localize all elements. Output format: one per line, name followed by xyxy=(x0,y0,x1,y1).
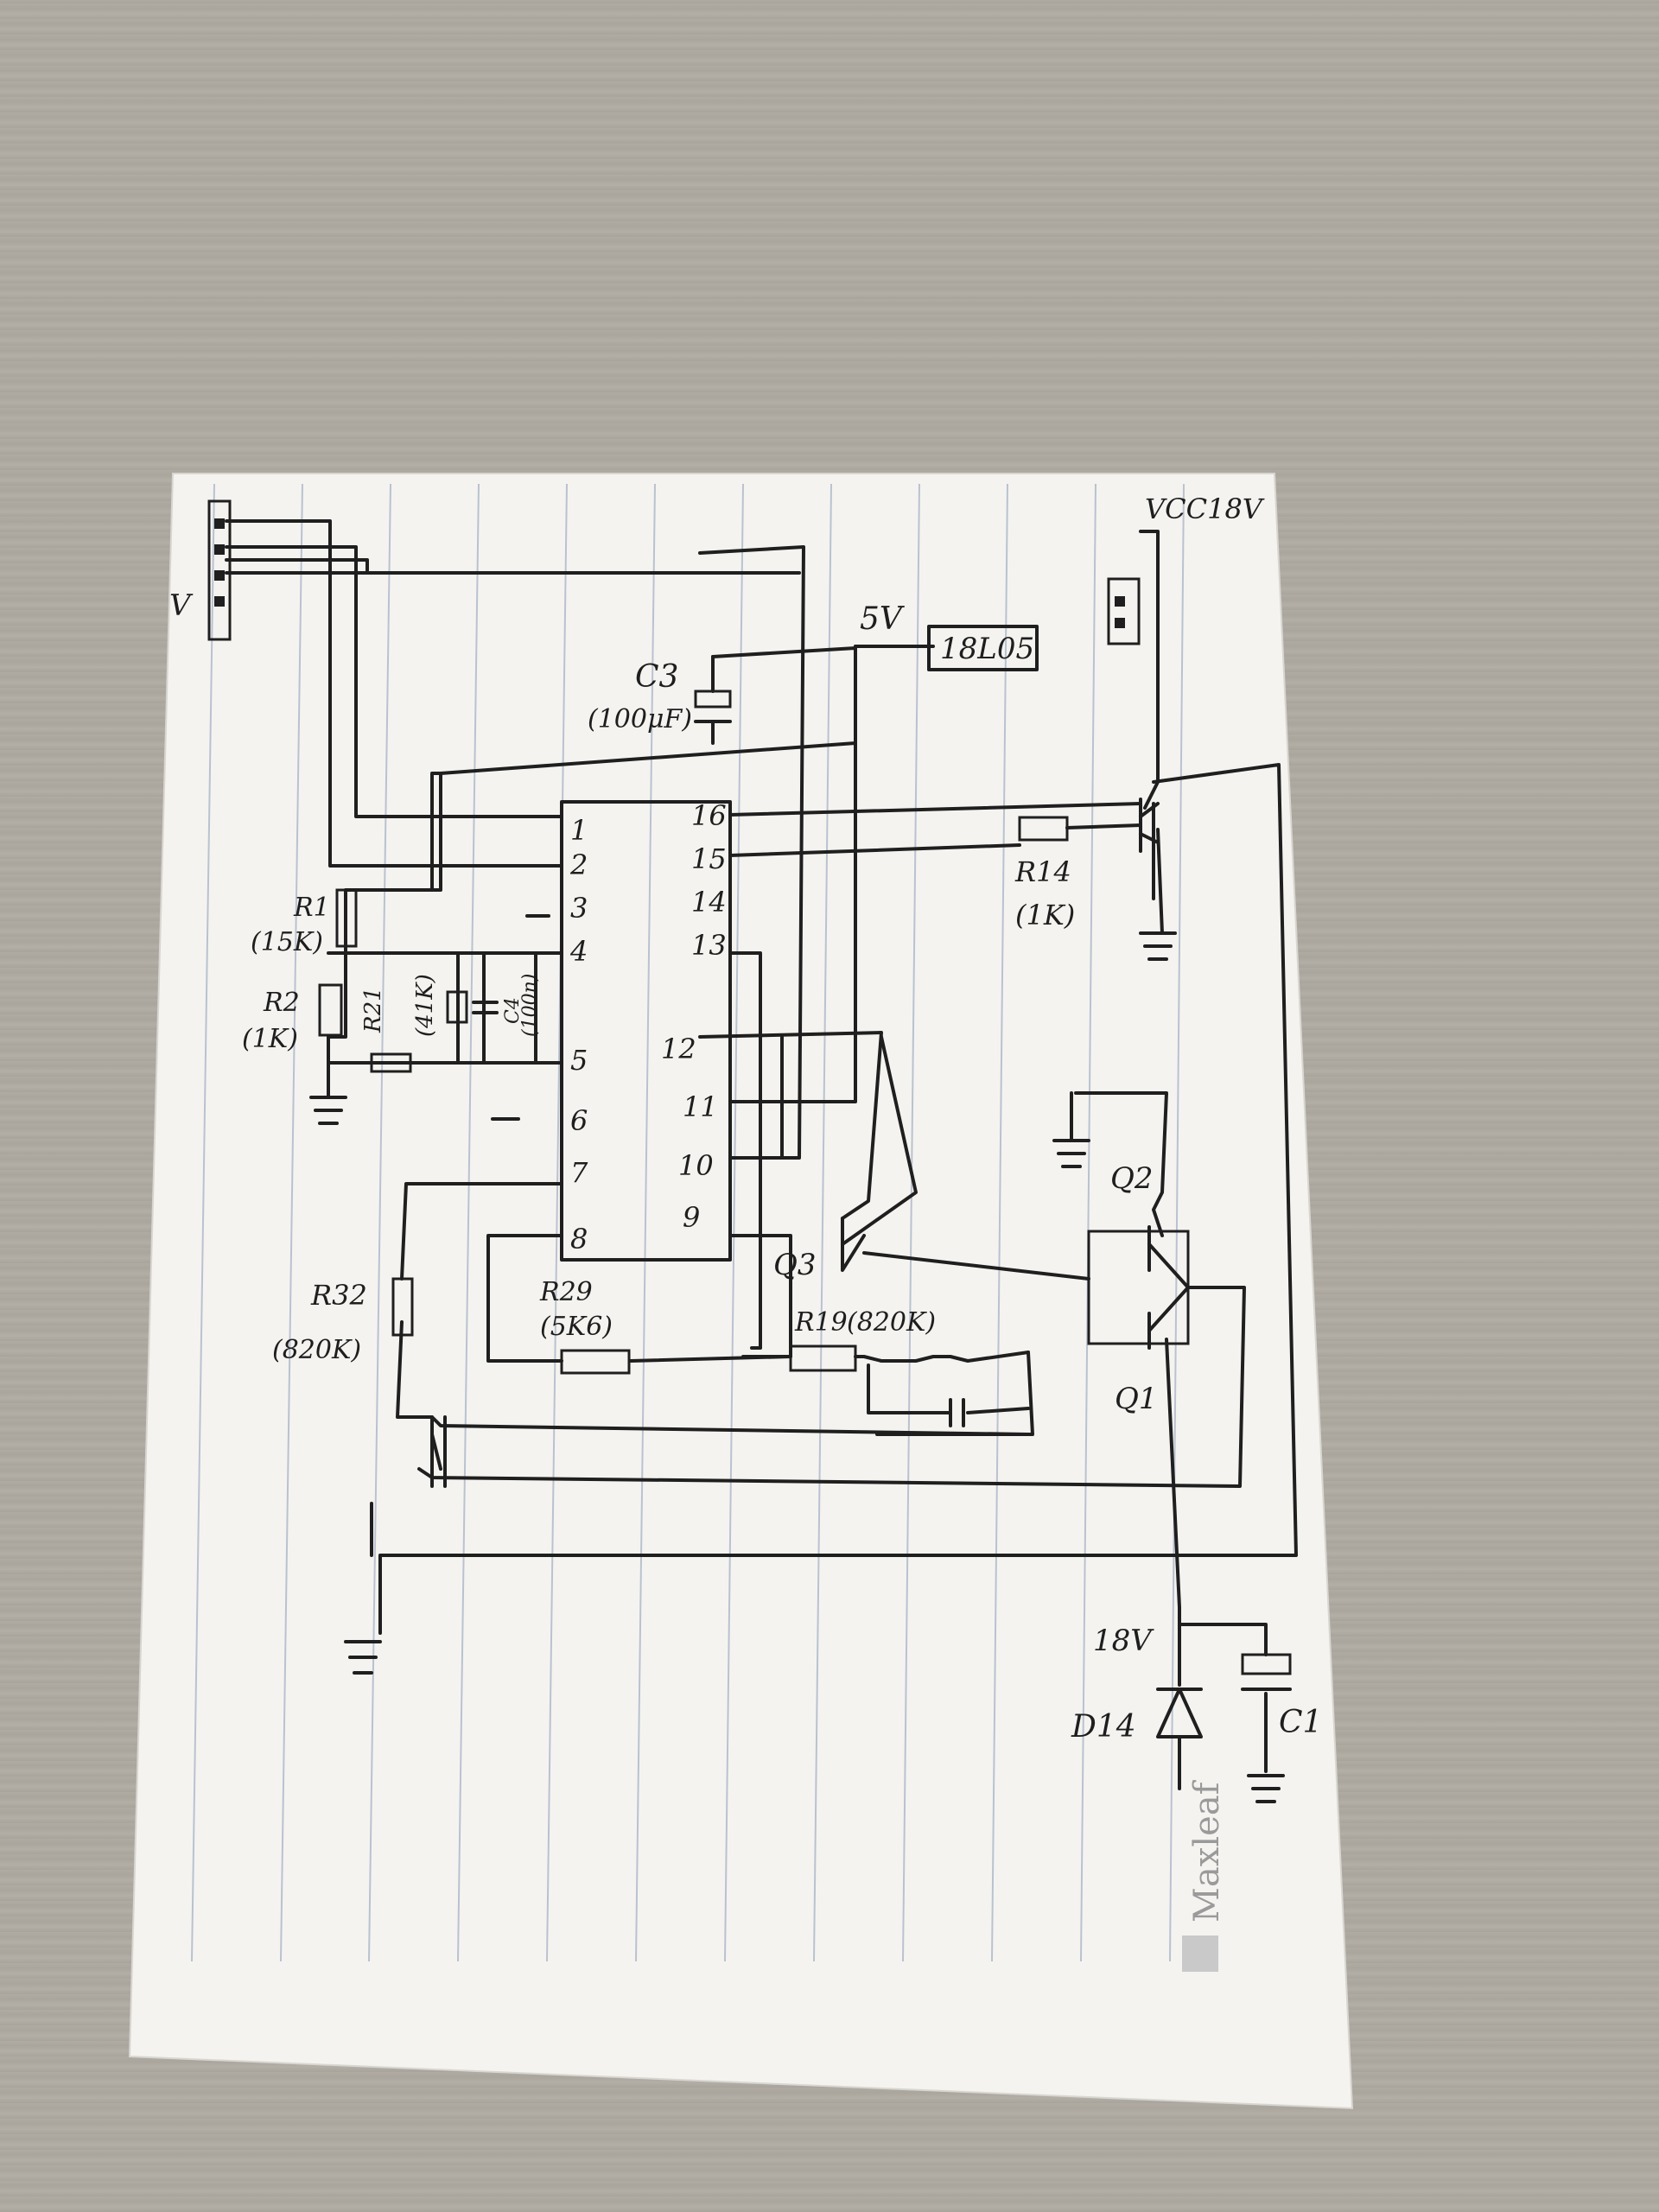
diode-d14: D14 xyxy=(1071,1688,1203,1745)
ic-body xyxy=(560,800,732,1262)
ground-symbols xyxy=(309,931,1285,1803)
ic-pin-8: 8 xyxy=(570,1223,588,1255)
r2-value: (1K) xyxy=(242,1024,298,1054)
ic-pin-7: 7 xyxy=(570,1156,588,1189)
ruled-lines xyxy=(191,483,1185,1962)
resistor-r2: R2 (1K) xyxy=(242,983,343,1054)
ic-pin-15: 15 xyxy=(691,842,727,875)
r21-ref: R21 xyxy=(360,987,386,1033)
capacitor-r19-branch xyxy=(949,1398,965,1427)
r19-ref: R19 xyxy=(794,1307,848,1338)
resistor-r32: R32 (820K) xyxy=(272,1277,414,1365)
watermark: Maxleaf xyxy=(1182,1779,1227,1972)
resistor-r14: R14 (1K) xyxy=(1014,816,1075,931)
ic-pin-9: 9 xyxy=(683,1201,700,1234)
d14-ref: D14 xyxy=(1071,1709,1136,1745)
r21-value: (41K) xyxy=(412,974,438,1037)
ic-pin-1: 1 xyxy=(570,814,588,847)
c1-ref: C1 xyxy=(1279,1705,1322,1740)
ic-pin-16: 16 xyxy=(691,799,727,832)
watermark-logo-icon xyxy=(1182,1936,1218,1972)
ic-pin-10: 10 xyxy=(678,1149,714,1182)
ground-icon xyxy=(1247,1774,1285,1803)
resistor-r19: R19 (820K) xyxy=(789,1307,936,1372)
capacitor-c4: C4 (100n) xyxy=(472,974,541,1037)
r32-ref: R32 xyxy=(310,1279,367,1312)
r14-value: (1K) xyxy=(1015,899,1075,931)
rail-18v-label: 18V xyxy=(1093,1624,1154,1658)
r1-value: (15K) xyxy=(251,927,323,957)
capacitor-c3: C3 (100μF) xyxy=(588,659,732,745)
regulator: 18L05 5V xyxy=(860,601,1039,671)
ic-pin-4: 4 xyxy=(569,935,588,968)
r32-value: (820K) xyxy=(272,1335,361,1365)
transistor-pair xyxy=(1147,1225,1190,1350)
resistor-r29: R29 (5K6) xyxy=(539,1277,631,1375)
ic-pins-right: 16 15 14 13 12 11 10 9 xyxy=(661,799,727,1234)
q2-label: Q2 xyxy=(1110,1161,1154,1196)
ic-pin-14: 14 xyxy=(691,886,727,918)
c3-ref: C3 xyxy=(635,659,678,695)
ground-icon xyxy=(1052,1139,1090,1168)
ic-pin-6: 6 xyxy=(570,1104,588,1137)
r14-ref: R14 xyxy=(1014,855,1071,888)
regulator-out-label: 5V xyxy=(860,601,906,637)
c4-value: (100n) xyxy=(519,974,541,1037)
ic-pin-13: 13 xyxy=(691,929,727,962)
ic-pin-12: 12 xyxy=(661,1033,696,1065)
connector-right: VCC18V xyxy=(1107,493,1265,645)
connector-left: V xyxy=(169,499,232,641)
r29-value: (5K6) xyxy=(540,1312,613,1342)
r2-ref: R2 xyxy=(263,988,300,1018)
c4-ref: C4 xyxy=(502,997,524,1024)
q3-label: Q3 xyxy=(773,1248,817,1282)
ground-icon xyxy=(344,1640,382,1675)
regulator-label: 18L05 xyxy=(940,632,1034,666)
ic-pins-left: 1 2 3 4 5 6 7 8 xyxy=(569,814,588,1255)
ic-pin-2: 2 xyxy=(569,849,588,881)
watermark-text: Maxleaf xyxy=(1187,1779,1227,1923)
connector-right-label: VCC18V xyxy=(1145,493,1265,525)
ic-pin-3: 3 xyxy=(570,892,588,925)
r1-ref: R1 xyxy=(293,893,330,923)
capacitor-c1: C1 xyxy=(1241,1653,1322,1740)
c3-value: (100μF) xyxy=(588,704,692,734)
r29-ref: R29 xyxy=(539,1277,593,1307)
mosfet-lower-left xyxy=(430,1415,447,1488)
paper-sheet xyxy=(128,473,1354,2110)
q1-label: Q1 xyxy=(1115,1382,1158,1416)
connector-left-label: V xyxy=(169,588,194,623)
ic-pin-11: 11 xyxy=(683,1090,718,1123)
transistor-top-right xyxy=(1139,798,1160,853)
r19-value: (820K) xyxy=(847,1307,936,1338)
ic-pin-5: 5 xyxy=(570,1044,588,1077)
ground-icon xyxy=(309,1096,347,1125)
resistor-r21: R21 (41K) xyxy=(360,974,468,1073)
resistor-r1: R1 (15K) xyxy=(251,888,358,957)
ground-icon xyxy=(1139,931,1177,961)
